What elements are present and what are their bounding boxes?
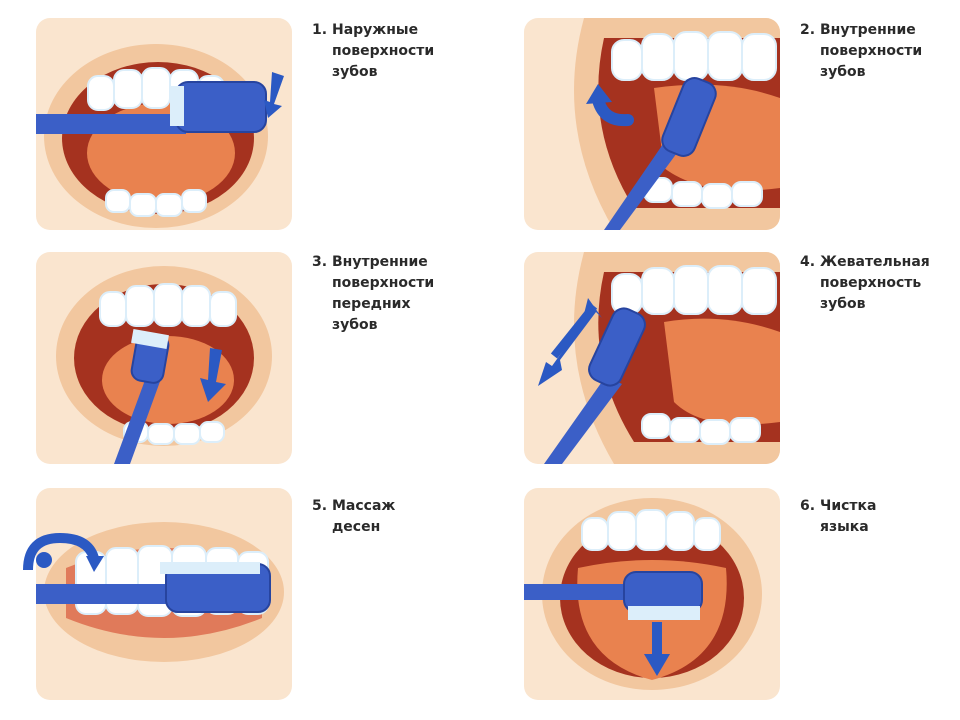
illustration-chewing-surface (524, 252, 780, 464)
mouth-illustration (538, 252, 780, 464)
toothbrush-icon (114, 328, 170, 464)
curved-arrow-icon (592, 94, 634, 127)
illustration-outer-surfaces (36, 18, 292, 230)
caption-step-5: 5.Массаж десен (312, 498, 396, 535)
arrow-down-icon (264, 72, 284, 118)
caption-step-3: 3.Внутренние поверхности передних зубов (312, 254, 435, 333)
toothbrush-icon (524, 571, 703, 620)
mouth-illustration (36, 522, 284, 662)
caption-step-6: 6.Чистка языка (800, 498, 877, 535)
caption-step-4: 4.Жевательная поверхность зубов (800, 254, 930, 312)
toothbrush-icon (36, 81, 267, 134)
double-arrow-icon (538, 298, 602, 386)
arrow-down-icon (644, 622, 670, 676)
mouth-illustration (574, 18, 780, 230)
illustration-inner-front-teeth (36, 252, 292, 464)
mouth-illustration (56, 266, 272, 464)
caption-step-1: 1.Наружные поверхности зубов (312, 22, 435, 80)
illustration-tongue-cleaning (524, 488, 780, 700)
toothbrush-icon (36, 562, 271, 613)
arrow-down-icon (200, 348, 226, 402)
arrow-head-icon (586, 84, 612, 104)
toothbrush-icon (604, 77, 717, 230)
mouth-illustration (36, 44, 284, 228)
mouth-illustration (524, 498, 762, 690)
caption-step-2: 2.Внутренние поверхности зубов (800, 22, 923, 80)
toothbrush-icon (544, 307, 646, 464)
illustration-inner-surfaces (524, 18, 780, 230)
illustration-gum-massage (36, 488, 292, 700)
circular-arrow-icon (23, 532, 104, 572)
